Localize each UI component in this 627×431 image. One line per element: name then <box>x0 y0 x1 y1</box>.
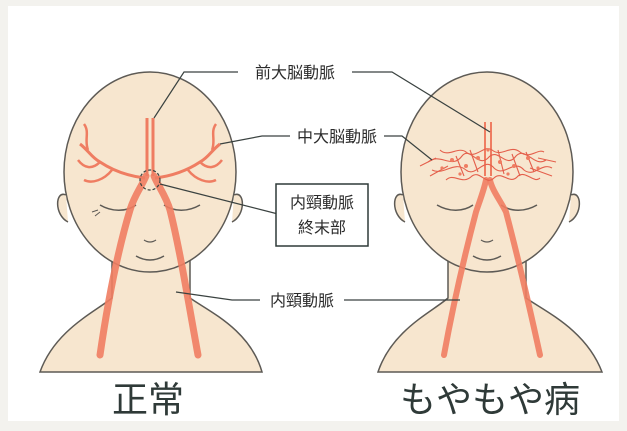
label-anterior-cerebral-artery: 前大脳動脈 <box>255 63 335 82</box>
label-middle-cerebral-artery: 中大脳動脈 <box>297 127 377 146</box>
caption-moyamoya: もやもや病 <box>400 380 580 421</box>
label-internal-carotid-artery: 内頸動脈 <box>270 291 334 310</box>
caption-normal: 正常 <box>112 380 184 421</box>
label-ica-terminal-line1: 内頸動脈 <box>290 193 354 212</box>
label-ica-terminal-line2: 終末部 <box>298 218 346 237</box>
